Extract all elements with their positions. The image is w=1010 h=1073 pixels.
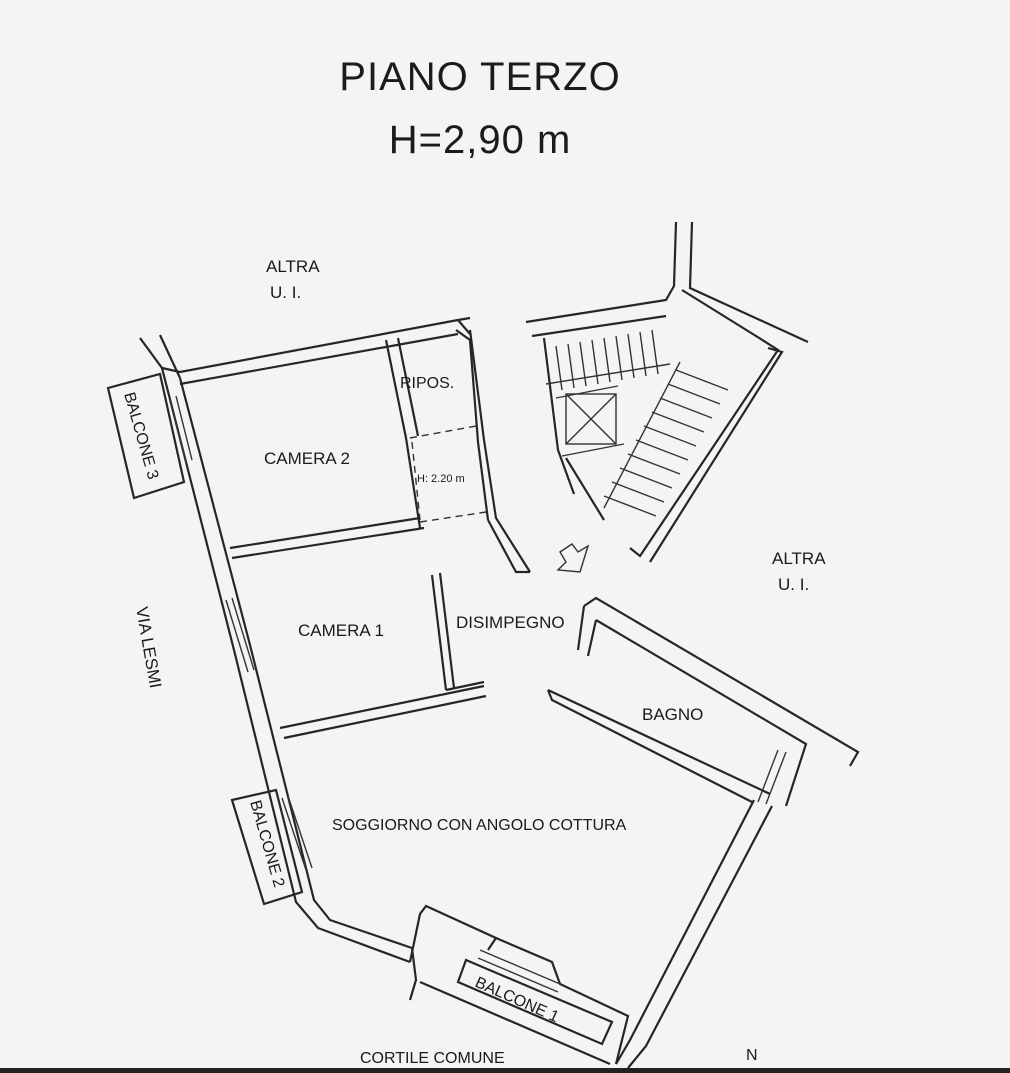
label-altra-ui-nw-2: U. I.: [270, 283, 301, 302]
bagno-walls: [546, 596, 860, 807]
east-wall: [615, 799, 773, 1069]
balcone-1-box: [456, 958, 614, 1046]
south-wall: [408, 904, 630, 1066]
label-altra-ui-nw-1: ALTRA: [266, 257, 320, 276]
bottom-border: [0, 1068, 1010, 1073]
camera2-camera1-wall: [229, 516, 425, 560]
label-soggiorno: SOGGIORNO CON ANGOLO COTTURA: [332, 817, 627, 834]
ceiling-height: H=2,90 m: [388, 118, 572, 162]
plan-title: PIANO TERZO: [339, 55, 621, 99]
camera1-partition: [430, 572, 485, 692]
label-camera-2: CAMERA 2: [264, 449, 350, 468]
west-windows: [169, 395, 313, 871]
north-wall: [161, 316, 471, 386]
staircase: [525, 221, 809, 563]
label-altra-ui-e-2: U. I.: [778, 575, 809, 594]
label-street: VIA LESMI: [132, 605, 165, 689]
balcone-3-box: [106, 372, 186, 500]
label-ripostiglio-height: H: 2.20 m: [417, 473, 465, 485]
upper-flight-steps: [545, 329, 671, 391]
north-marker: N: [746, 1047, 758, 1064]
label-ripostiglio: RIPOS.: [400, 375, 454, 392]
label-courtyard: CORTILE COMUNE: [360, 1050, 505, 1067]
entrance-arrow-icon: [556, 543, 590, 573]
label-altra-ui-e-1: ALTRA: [772, 549, 826, 568]
label-disimpegno: DISIMPEGNO: [456, 613, 565, 632]
lower-flight-steps: [603, 361, 729, 517]
ripostiglio-walls: [384, 329, 531, 574]
balcone-2-box: [230, 788, 304, 906]
camera1-soggiorno-wall: [279, 684, 487, 740]
label-bagno: BAGNO: [642, 705, 703, 724]
label-camera-1: CAMERA 1: [298, 621, 384, 640]
